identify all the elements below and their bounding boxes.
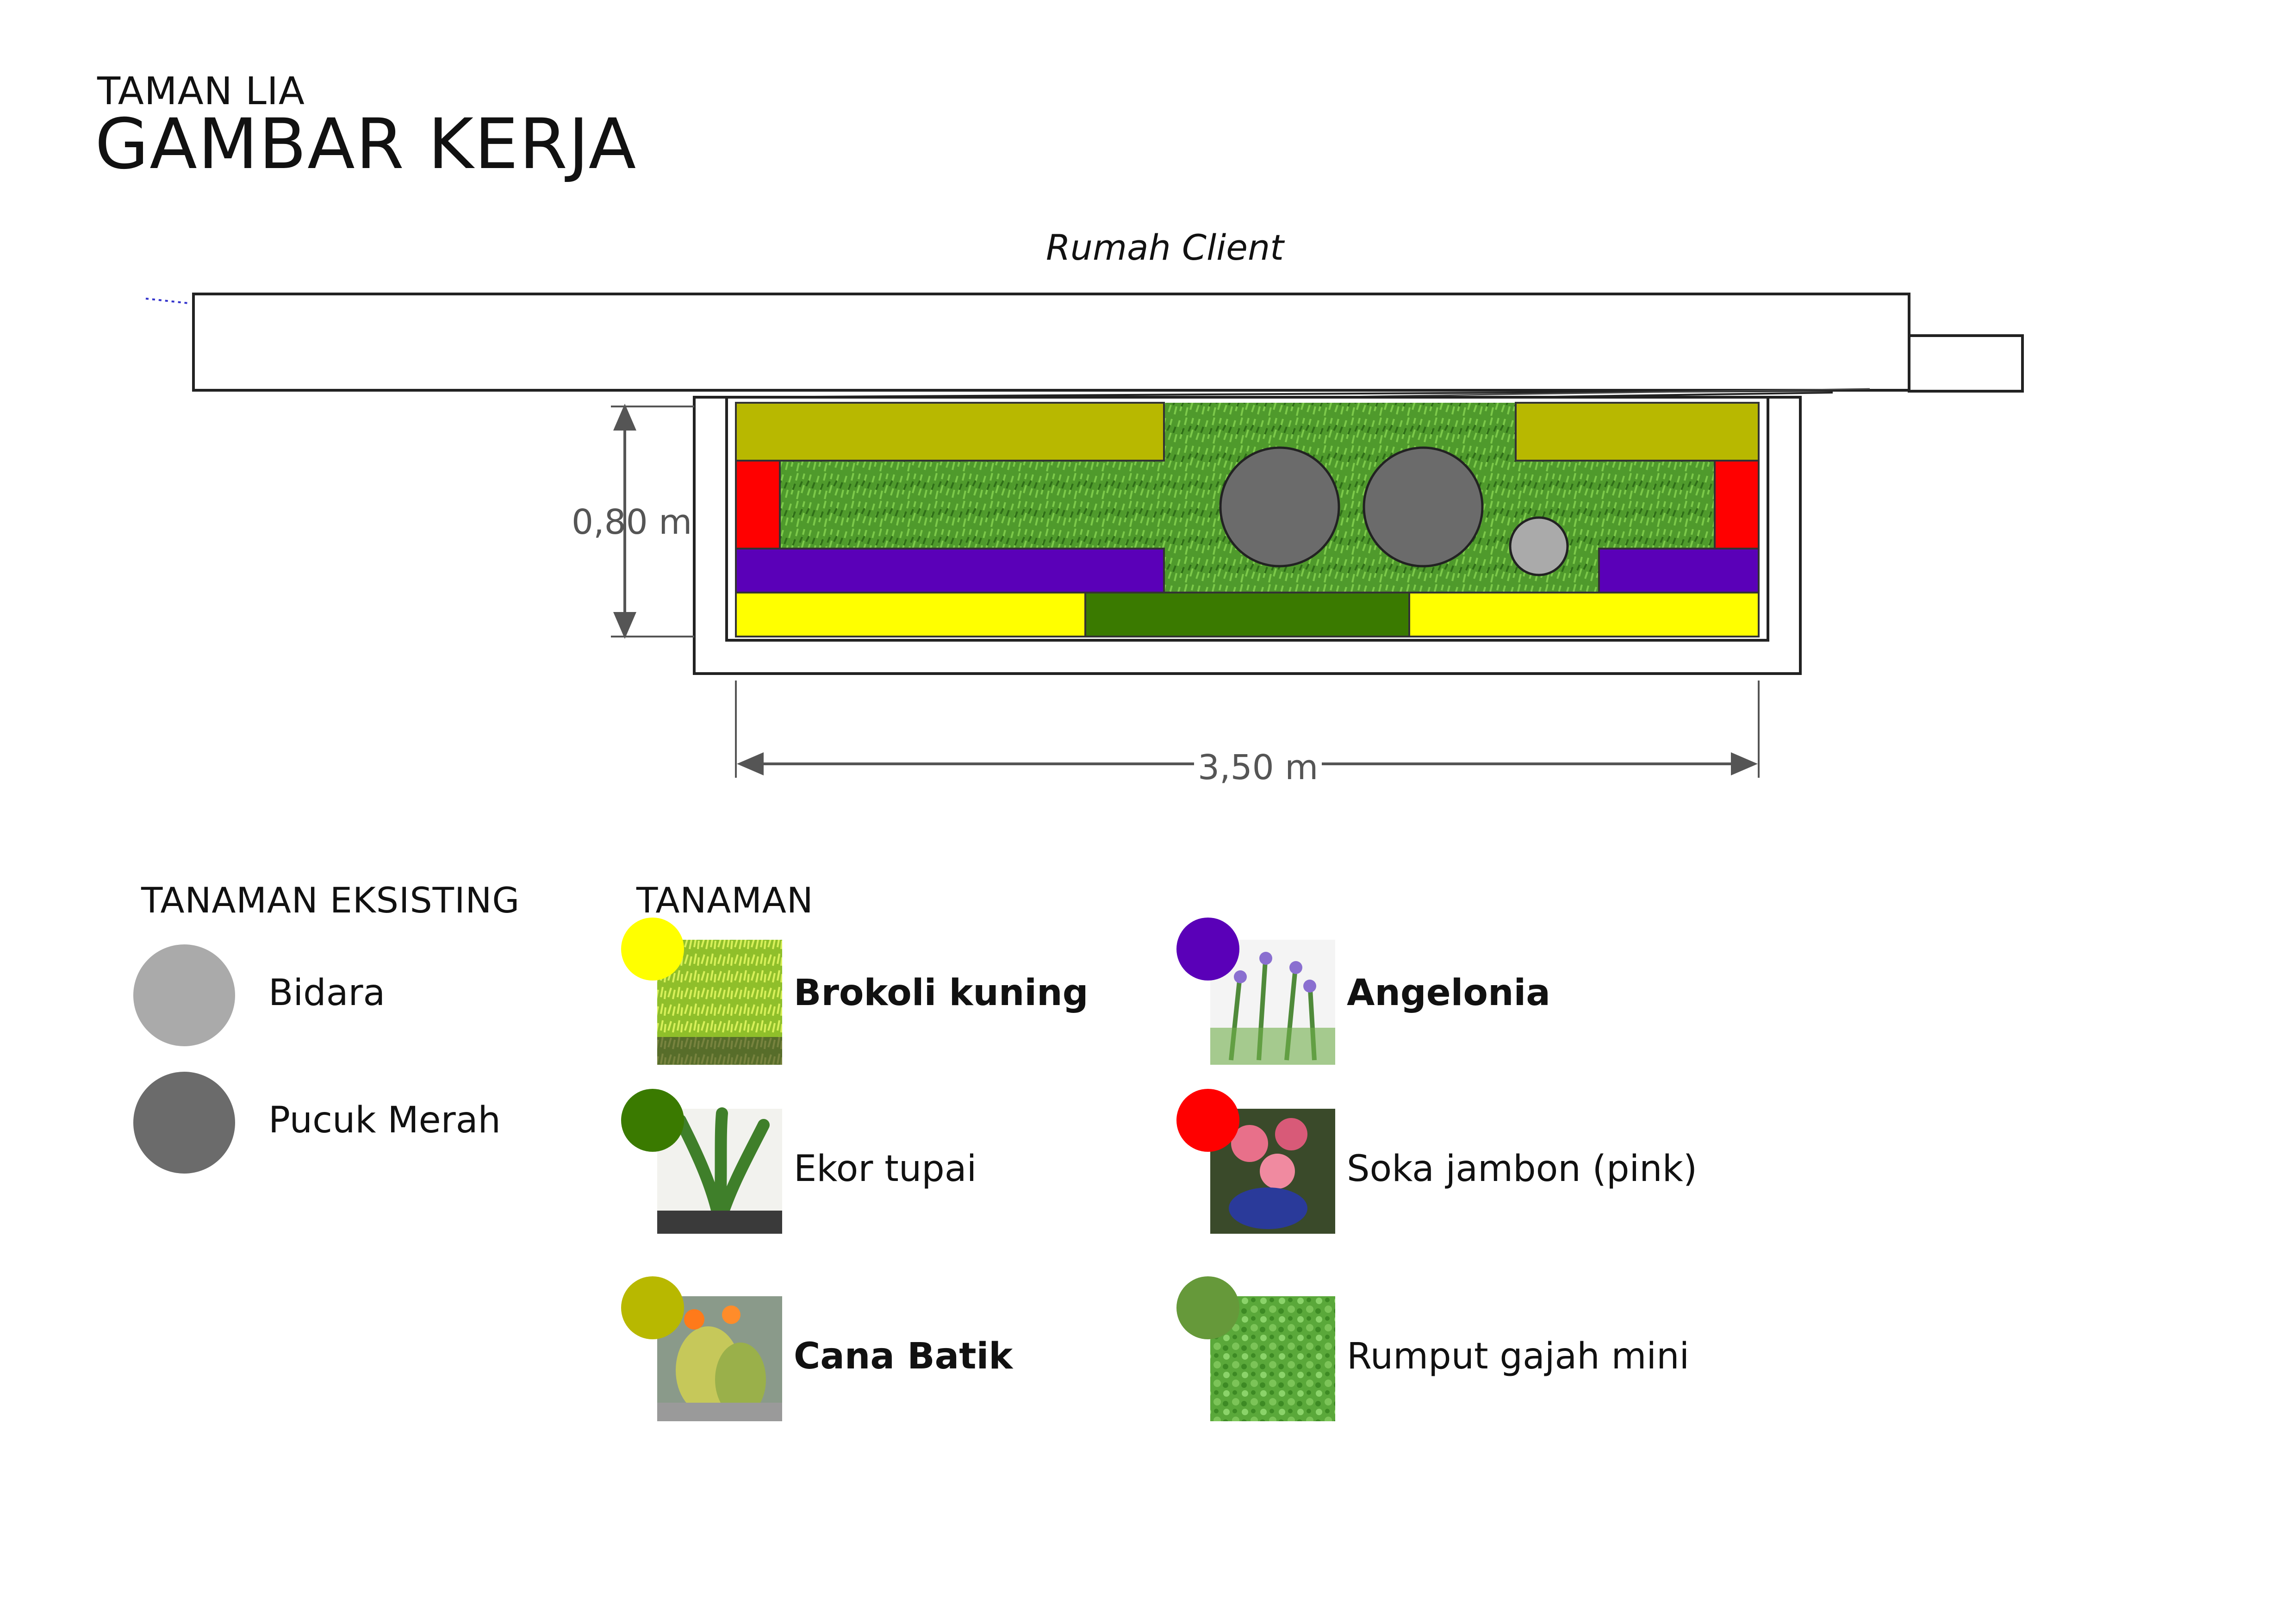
legend-cana-swatch — [621, 1276, 684, 1339]
tree-pucuk-merah-2 — [1363, 446, 1484, 568]
zone-soka-left — [735, 460, 781, 550]
angelonia-photo — [1210, 940, 1335, 1065]
house-annex — [1908, 334, 2024, 393]
legend-soka-swatch — [1176, 1089, 1239, 1152]
legend-rumput-swatch — [1176, 1276, 1239, 1339]
dim-arrow-right — [1731, 752, 1758, 775]
dim-arrow-down — [613, 612, 636, 639]
legend-cana-label: Cana Batik — [794, 1336, 1013, 1377]
project-subtitle: TAMAN LIA — [97, 69, 305, 113]
legend-pucuk-merah-label: Pucuk Merah — [268, 1099, 501, 1141]
zone-brokoli-right — [1408, 592, 1760, 637]
canna-photo — [657, 1296, 782, 1421]
dim-arrow-up — [613, 404, 636, 431]
width-dimension-label: 3,50 m — [1194, 748, 1322, 787]
dim-arrow-left — [737, 752, 764, 775]
legend-angelonia-label: Angelonia — [1347, 972, 1550, 1014]
legend-soka-label: Soka jambon (pink) — [1347, 1148, 1698, 1190]
house-slab — [192, 293, 1910, 392]
zone-cana-batik-right — [1515, 402, 1760, 462]
legend-brokoli-swatch — [621, 918, 684, 981]
legend-plants-title: TANAMAN — [636, 880, 814, 921]
tree-bidara — [1509, 516, 1569, 576]
height-dimension-label: 0,80 m — [572, 502, 692, 542]
legend-brokoli-label: Brokoli kuning — [794, 972, 1089, 1014]
zone-brokoli-left — [735, 592, 1086, 637]
page-title: GAMBAR KERJA — [95, 104, 637, 185]
legend-bidara-swatch — [133, 944, 235, 1046]
legend-rumput-label: Rumput gajah mini — [1347, 1336, 1690, 1377]
legend-angelonia-swatch — [1176, 918, 1239, 981]
legend-bidara-label: Bidara — [268, 972, 386, 1014]
dotted-reference-line — [145, 298, 189, 304]
zone-ekor-tupai — [1084, 592, 1410, 637]
legend-ekor-tupai-swatch — [621, 1089, 684, 1152]
house-label: Rumah Client — [1046, 227, 1284, 268]
zone-cana-batik-left — [735, 402, 1165, 462]
ixora-photo — [1210, 1109, 1335, 1234]
zone-soka-right — [1714, 460, 1760, 550]
legend-ekor-tupai-label: Ekor tupai — [794, 1148, 977, 1190]
zone-angelonia-left — [735, 548, 1165, 593]
zone-angelonia-right — [1598, 548, 1760, 593]
legend-pucuk-merah-swatch — [133, 1072, 235, 1174]
tree-pucuk-merah-1 — [1219, 446, 1340, 568]
legend-existing-title: TANAMAN EKSISTING — [141, 880, 520, 921]
